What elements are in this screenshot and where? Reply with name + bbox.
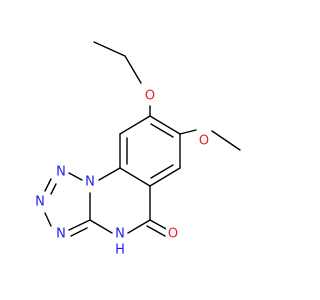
bond-c5-o — [149, 219, 169, 231]
bond-c5-o-double — [146, 225, 166, 237]
atom-label-nh-n: N — [115, 227, 125, 242]
atom-n-bridge: N — [83, 174, 97, 190]
bond-c5-nh — [127, 219, 151, 234]
molecule-structure: O O N N N N N H O — [33, 41, 241, 258]
bond-c5a-c9a — [119, 167, 151, 187]
bond-nbridge-c9a — [98, 167, 121, 181]
atom-label-n-bridge: N — [85, 175, 95, 190]
bond-c9-c8 — [119, 115, 151, 135]
atom-label-o-carbonyl: O — [168, 227, 178, 242]
atom-label-o-ethoxy: O — [145, 89, 155, 104]
atom-o-ethoxy: O — [143, 88, 157, 104]
bond-n1-n2-double — [50, 183, 57, 195]
bond-c6-c5a-double — [150, 164, 174, 179]
bond-nbridge-n1 — [68, 172, 83, 181]
bond-c8-c7-double — [150, 123, 174, 138]
atom-n-tetrazole-2: N — [33, 194, 47, 210]
atom-n-tetrazole-1: N — [54, 164, 68, 180]
bond-c7-o — [179, 129, 197, 135]
atom-label-n2: N — [35, 195, 45, 210]
bond-ethyl-ch2-o — [124, 55, 142, 84]
atom-o-methoxy: O — [197, 133, 211, 149]
atom-label-n3: N — [56, 227, 66, 242]
bond-n3-c3a — [68, 219, 91, 231]
bond-c6-c5a — [149, 167, 181, 187]
bond-n2-n3 — [44, 212, 52, 227]
bond-ethyl-ch3-ch2 — [93, 41, 126, 57]
bond-c8-c7 — [149, 115, 181, 135]
atom-o-carbonyl: O — [166, 226, 180, 242]
bond-nh-c3a — [89, 219, 113, 234]
bond-o-ch3 — [211, 130, 241, 151]
bond-n1-n2 — [44, 178, 52, 192]
atom-label-n1: N — [56, 165, 66, 180]
bond-n3-c3a-double — [70, 227, 88, 237]
atom-label-o-methoxy: O — [199, 134, 209, 149]
atom-nh: N H — [113, 226, 127, 258]
atom-n-tetrazole-3: N — [54, 226, 68, 242]
atom-label-nh-h: H — [115, 243, 125, 258]
